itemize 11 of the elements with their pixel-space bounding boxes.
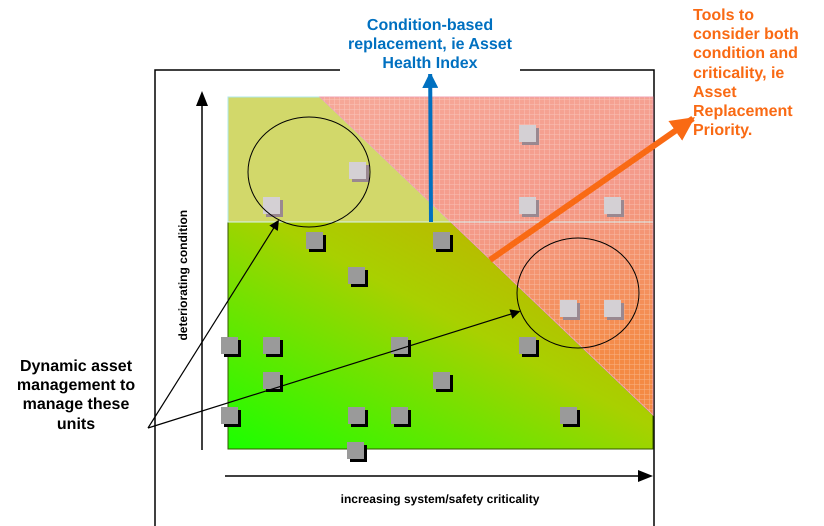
arrow [422,72,438,222]
callout-text: Condition-based replacement, ie Asset Health Index [340,16,520,74]
grouping-ellipse [516,237,640,349]
axis-label: deteriorating condition [176,210,190,340]
arrow [148,309,520,429]
arrow [488,116,695,262]
callout-text: Dynamic asset management to manage these units [3,357,149,434]
arrow [148,220,279,428]
axis-label: increasing system/safety criticality [340,492,540,506]
callout-text: Tools to consider both condition and criticality, ie Asset Replacement Priority. [693,6,823,140]
grouping-ellipse [247,116,371,228]
